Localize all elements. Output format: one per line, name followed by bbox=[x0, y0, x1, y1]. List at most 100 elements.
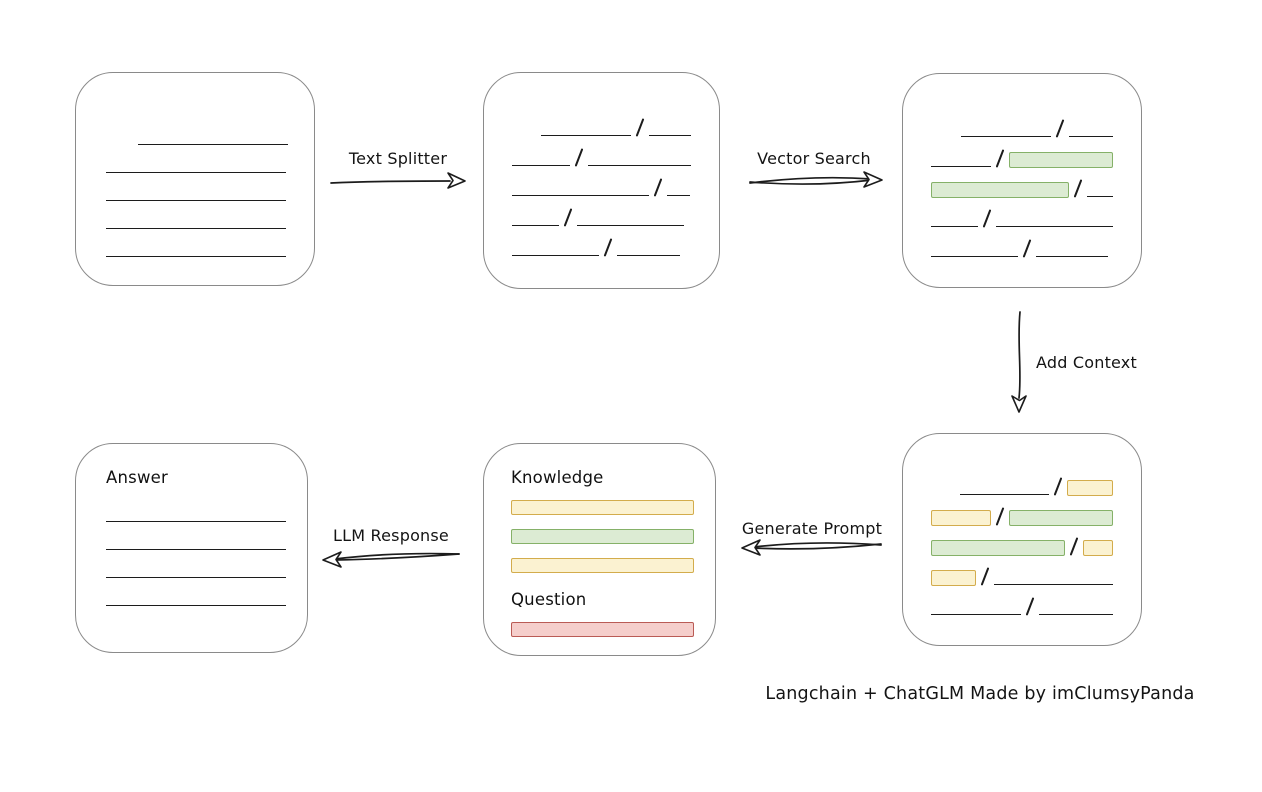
searched-chunks-box bbox=[902, 73, 1142, 288]
knowledge-bars bbox=[511, 500, 694, 573]
text-line bbox=[994, 584, 1113, 585]
slash-separator bbox=[653, 178, 663, 197]
text-line bbox=[995, 226, 1113, 227]
text-line bbox=[931, 256, 1018, 257]
text-line bbox=[106, 172, 286, 173]
question-bars bbox=[511, 622, 694, 637]
slash-separator bbox=[603, 238, 613, 257]
context-chunks-box bbox=[902, 433, 1142, 646]
yellow-chunk bbox=[931, 510, 991, 526]
chunk-row bbox=[931, 108, 1114, 138]
text-line bbox=[1069, 136, 1114, 137]
source-document-lines bbox=[76, 73, 314, 257]
generate-prompt-arrow bbox=[741, 539, 882, 556]
slash-separator bbox=[1069, 537, 1079, 556]
text-line bbox=[931, 614, 1021, 615]
green-chunk bbox=[931, 182, 1069, 198]
add-context-arrow bbox=[1011, 311, 1027, 413]
green-bar bbox=[511, 529, 694, 544]
chunk-row bbox=[931, 496, 1113, 526]
text-splitter-label: Text Splitter bbox=[348, 149, 448, 168]
yellow-chunk bbox=[1082, 540, 1113, 556]
text-line bbox=[667, 195, 691, 196]
generate-prompt-label: Generate Prompt bbox=[741, 519, 883, 538]
slash-separator bbox=[995, 149, 1005, 168]
text-line bbox=[106, 577, 286, 578]
green-chunk bbox=[1008, 510, 1113, 526]
yellow-chunk bbox=[931, 570, 976, 586]
slash-separator bbox=[982, 209, 992, 228]
text-line bbox=[588, 165, 692, 166]
answer-lines bbox=[106, 521, 286, 606]
chunk-row bbox=[512, 107, 691, 137]
text-line bbox=[648, 135, 691, 136]
text-line bbox=[106, 605, 286, 606]
chunk-row bbox=[931, 228, 1113, 258]
slash-separator bbox=[574, 148, 584, 167]
slash-separator bbox=[1055, 119, 1065, 138]
chunk-row bbox=[931, 586, 1114, 616]
text-line bbox=[512, 165, 571, 166]
chunk-row bbox=[931, 526, 1113, 556]
question-label: Question bbox=[511, 590, 587, 609]
chunk-row bbox=[512, 197, 691, 227]
green-chunk bbox=[1009, 152, 1113, 168]
text-line bbox=[106, 549, 286, 550]
text-line bbox=[512, 195, 649, 196]
text-line bbox=[1036, 256, 1109, 257]
red-bar bbox=[511, 622, 694, 637]
green-chunk bbox=[931, 540, 1065, 556]
chunk-row bbox=[512, 227, 691, 257]
source-document-box bbox=[75, 72, 315, 286]
chunk-row bbox=[931, 168, 1113, 198]
chunk-row bbox=[512, 137, 692, 167]
slash-separator bbox=[1053, 477, 1063, 496]
text-line bbox=[931, 166, 992, 167]
text-line bbox=[512, 255, 599, 256]
slash-separator bbox=[563, 208, 573, 227]
vector-search-arrow bbox=[749, 171, 883, 188]
text-line bbox=[931, 226, 978, 227]
llm-response-label: LLM Response bbox=[333, 526, 449, 545]
text-line bbox=[577, 225, 685, 226]
text-line bbox=[138, 144, 288, 145]
chunk-row bbox=[931, 466, 1113, 496]
prompt-content: Knowledge Question bbox=[484, 444, 715, 637]
slash-separator bbox=[1022, 239, 1032, 258]
text-line bbox=[512, 225, 559, 226]
slash-separator bbox=[995, 507, 1004, 526]
yellow-bar bbox=[511, 500, 694, 515]
knowledge-label: Knowledge bbox=[511, 468, 604, 487]
text-line bbox=[106, 228, 286, 229]
text-line bbox=[540, 135, 631, 136]
vector-search-label: Vector Search bbox=[757, 149, 871, 168]
chunk-row bbox=[512, 167, 691, 197]
yellow-chunk bbox=[1066, 480, 1113, 496]
slash-separator bbox=[980, 567, 990, 586]
chunk-row bbox=[931, 138, 1113, 168]
text-line bbox=[1039, 614, 1114, 615]
slash-separator bbox=[1073, 179, 1083, 198]
slash-separator bbox=[1025, 597, 1035, 616]
chunk-row bbox=[931, 556, 1113, 586]
context-chunks-rows bbox=[903, 434, 1141, 616]
text-line bbox=[106, 521, 286, 522]
diagram-caption: Langchain + ChatGLM Made by imClumsyPand… bbox=[765, 684, 1195, 704]
indent-gap bbox=[931, 495, 960, 496]
yellow-bar bbox=[511, 558, 694, 573]
answer-label: Answer bbox=[106, 468, 168, 487]
indent-gap bbox=[512, 136, 541, 137]
text-line bbox=[617, 255, 681, 256]
indent-gap bbox=[931, 137, 961, 138]
slash-separator bbox=[635, 118, 644, 137]
split-chunks-box bbox=[483, 72, 720, 289]
text-line bbox=[106, 256, 286, 257]
text-line bbox=[960, 136, 1051, 137]
add-context-label: Add Context bbox=[1036, 353, 1137, 372]
answer-content: Answer bbox=[76, 444, 307, 606]
split-chunks-rows bbox=[484, 73, 719, 257]
text-line bbox=[106, 200, 286, 201]
prompt-box: Knowledge Question bbox=[483, 443, 716, 656]
chunk-row bbox=[931, 198, 1113, 228]
